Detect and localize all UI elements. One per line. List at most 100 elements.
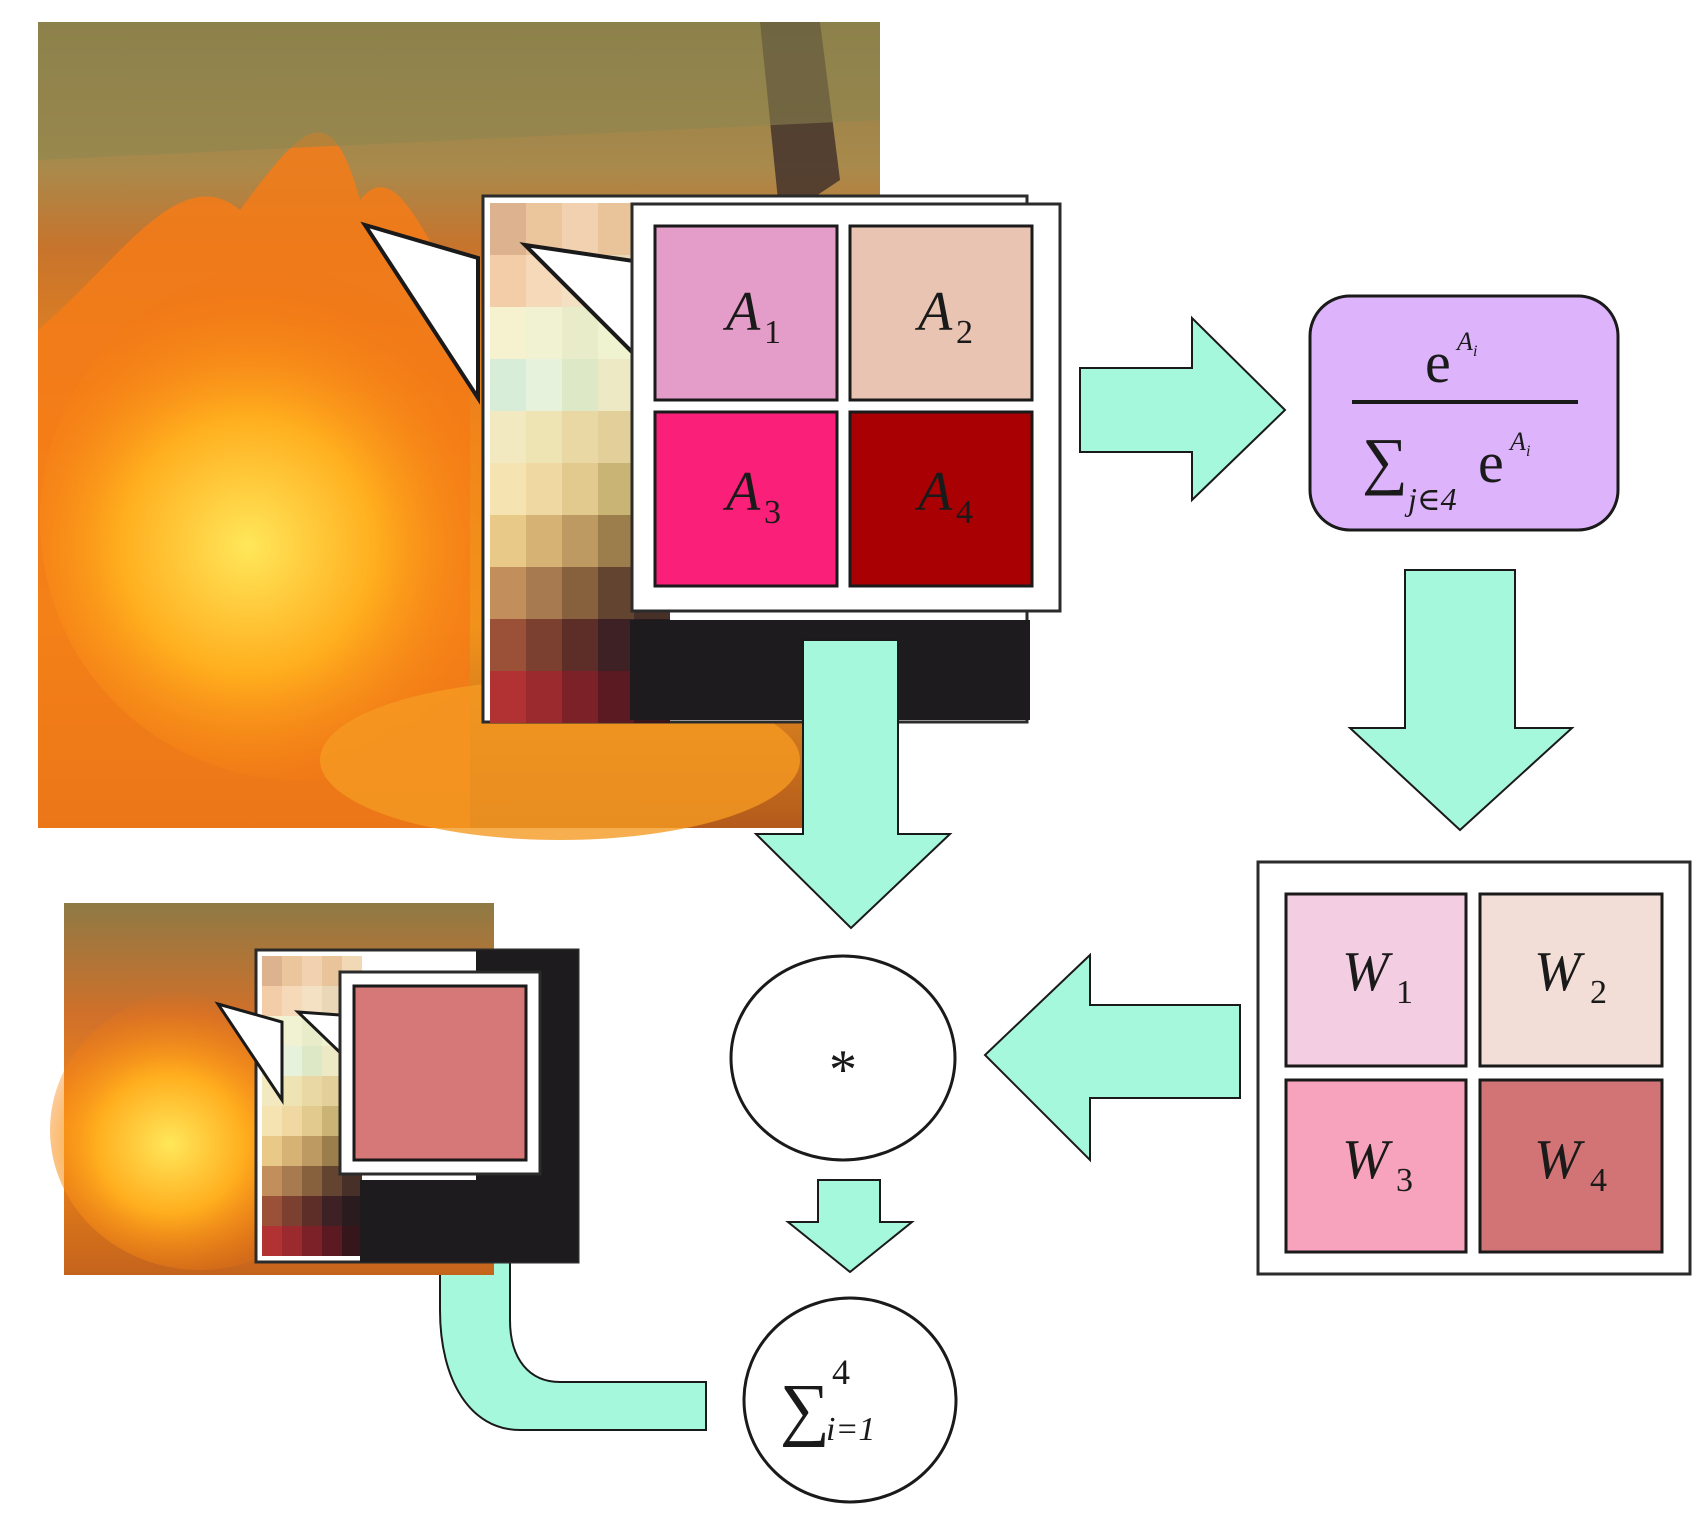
a4-symbol: A [914,461,953,523]
pixel-cell [262,1226,282,1256]
softmax-denominator-exp-index: i [1526,443,1530,460]
pixel-cell [322,1196,342,1226]
w2-symbol: W [1534,941,1585,1003]
pixel-cell [342,1196,362,1226]
arrow-softmax-to-weights [1347,569,1575,832]
pixel-cell [598,463,634,515]
pixel-cell [282,1076,302,1106]
multiply-node: * [729,954,957,1162]
a2-symbol: A [914,281,953,343]
w1-index: 1 [1396,974,1413,1011]
pixel-cell [562,515,598,567]
a1-index: 1 [764,314,781,351]
w3-index: 3 [1396,1162,1413,1199]
pixel-cell [262,986,282,1016]
pixel-cell [322,1106,342,1136]
pixel-cell [262,1136,282,1166]
pooling-cell-a1: A 1 [653,224,839,402]
pixel-cell [490,515,526,567]
pixel-cell [562,411,598,463]
weights-grid: W 1 W 2 W 3 W 4 [1284,892,1664,1254]
pixel-cell [562,359,598,411]
sum-lower-limit: i=1 [826,1411,875,1448]
pixel-cell [562,619,598,671]
pixel-cell [322,1076,342,1106]
pixel-cell [282,1106,302,1136]
w4-symbol: W [1534,1129,1585,1191]
pixel-cell [302,1106,322,1136]
softmax-sum-subscript: j∈4 [1404,481,1457,517]
arrow-weights-to-multiply [983,952,1241,1163]
pixel-cell [322,1136,342,1166]
output-fire-photo [50,903,580,1275]
pixel-cell [302,1076,322,1106]
pixel-cell [562,203,598,255]
pixel-cell [302,956,322,986]
pixel-cell [490,463,526,515]
pixel-cell [598,567,634,619]
pixel-cell [562,567,598,619]
pixel-cell [262,1166,282,1196]
pixel-cell [562,307,598,359]
pixel-cell [262,1106,282,1136]
pixel-cell [282,1166,302,1196]
pixel-cell [322,1166,342,1196]
a4-index: 4 [956,494,973,531]
a3-index: 3 [764,494,781,531]
pixel-cell [562,463,598,515]
pixel-cell [490,619,526,671]
multiply-label: * [829,1039,857,1101]
sum-node: ∑ 4 i=1 [742,1296,958,1504]
pixel-cell [322,1046,342,1076]
pixel-cell [562,671,598,723]
pixel-cell [342,1226,362,1256]
weight-cell-w2: W 2 [1478,892,1664,1068]
softmax-sum-symbol: ∑ [1362,425,1408,496]
pixel-cell [490,307,526,359]
pixel-cell [490,359,526,411]
a2-index: 2 [956,314,973,351]
pixel-cell [598,359,634,411]
pixel-cell [322,956,342,986]
pixel-cell [282,1016,302,1046]
pixel-cell [282,956,302,986]
pixel-cell [598,515,634,567]
arrow-to-softmax [1079,315,1287,503]
pixel-cell [526,671,562,723]
pixel-cell [322,986,342,1016]
pixel-cell [282,1046,302,1076]
arrow-pooling-to-multiply [753,639,953,930]
sum-upper-limit: 4 [832,1352,850,1392]
pixel-cell [526,619,562,671]
pooling-grid: A 1 A 2 A 3 A 4 [653,224,1034,588]
pixel-cell [322,1226,342,1256]
pixel-cell [262,956,282,986]
pooling-cell-a2: A 2 [848,224,1034,402]
w1-symbol: W [1342,941,1393,1003]
w4-index: 4 [1590,1162,1607,1199]
pixel-cell [302,986,322,1016]
weight-cell-w1: W 1 [1284,892,1468,1068]
pooling-cell-a3: A 3 [653,410,839,588]
w2-index: 2 [1590,974,1607,1011]
weight-cell-w3: W 3 [1284,1078,1468,1254]
arrow-multiply-to-sum [785,1179,915,1274]
pixel-cell [490,567,526,619]
softmax-numerator-base: e [1425,330,1451,395]
softmax-denominator-base: e [1478,430,1504,495]
pixel-cell [282,1226,302,1256]
pixel-cell [526,359,562,411]
softmax-denominator-exp-symbol: A [1508,427,1526,456]
pixel-cell [598,411,634,463]
pixel-cell [526,411,562,463]
pixel-cell [282,1196,302,1226]
pixel-cell [490,203,526,255]
output-cell [352,984,528,1162]
pixel-cell [526,307,562,359]
pixel-cell [302,1226,322,1256]
pixel-cell [302,1136,322,1166]
pixel-cell [302,1196,322,1226]
pixel-cell [598,203,634,255]
pixel-cell [282,986,302,1016]
